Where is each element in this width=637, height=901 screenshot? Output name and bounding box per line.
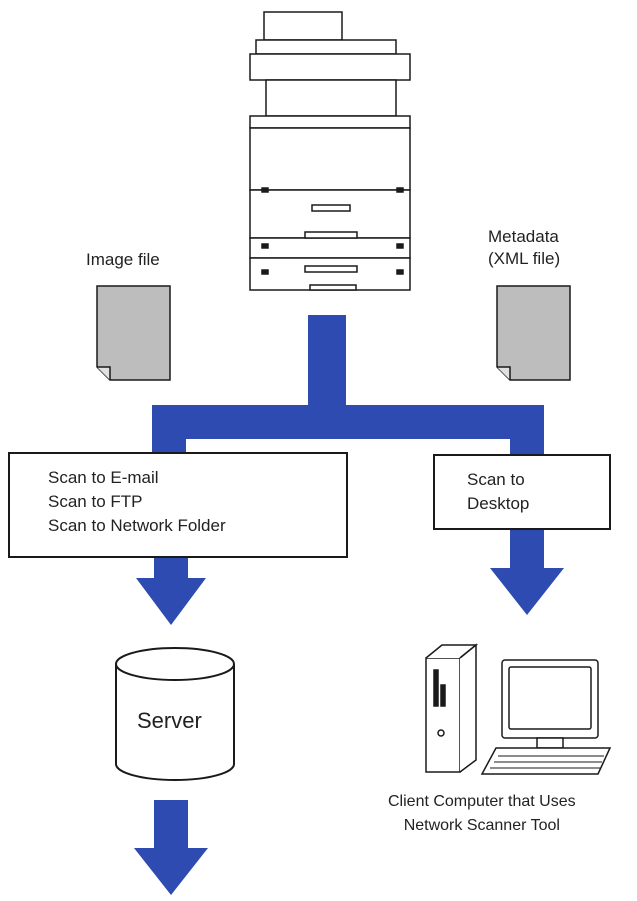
metadata-label-line1: Metadata bbox=[488, 227, 559, 246]
scan-to-label: Scan to bbox=[467, 470, 525, 489]
scan-methods-box: Scan to E-mail Scan to FTP Scan to Netwo… bbox=[8, 452, 348, 558]
printer-icon bbox=[249, 11, 411, 291]
image-file-label: Image file bbox=[86, 250, 160, 269]
client-computer-icon bbox=[425, 643, 612, 775]
metadata-document-icon bbox=[496, 285, 571, 381]
metadata-label-line2: (XML file) bbox=[488, 249, 561, 268]
client-computer-label-line2: Network Scanner Tool bbox=[403, 817, 560, 834]
scan-to-email-label: Scan to E-mail bbox=[48, 468, 159, 487]
metadata-document-fold bbox=[497, 366, 511, 380]
flow-connector bbox=[152, 315, 544, 580]
scan-to-ftp-label: Scan to FTP bbox=[48, 492, 143, 511]
scan-to-desktop-box: Scan to Desktop bbox=[433, 454, 611, 530]
server-cylinder-icon bbox=[115, 647, 235, 781]
image-file-document-icon bbox=[96, 285, 171, 381]
client-computer-label-line1: Client Computer that Uses bbox=[388, 793, 576, 810]
image-file-document-fold bbox=[97, 366, 111, 380]
down-arrow-icon bbox=[136, 578, 206, 625]
scan-to-network-folder-label: Scan to Network Folder bbox=[48, 516, 226, 535]
down-arrow-icon bbox=[134, 800, 208, 895]
client-computer-label: Client Computer that Uses Network Scanne… bbox=[388, 790, 576, 838]
desktop-label: Desktop bbox=[467, 494, 530, 513]
server-label: Server bbox=[137, 708, 202, 733]
metadata-label: Metadata (XML file) bbox=[488, 226, 560, 270]
down-arrow-icon bbox=[490, 568, 564, 615]
